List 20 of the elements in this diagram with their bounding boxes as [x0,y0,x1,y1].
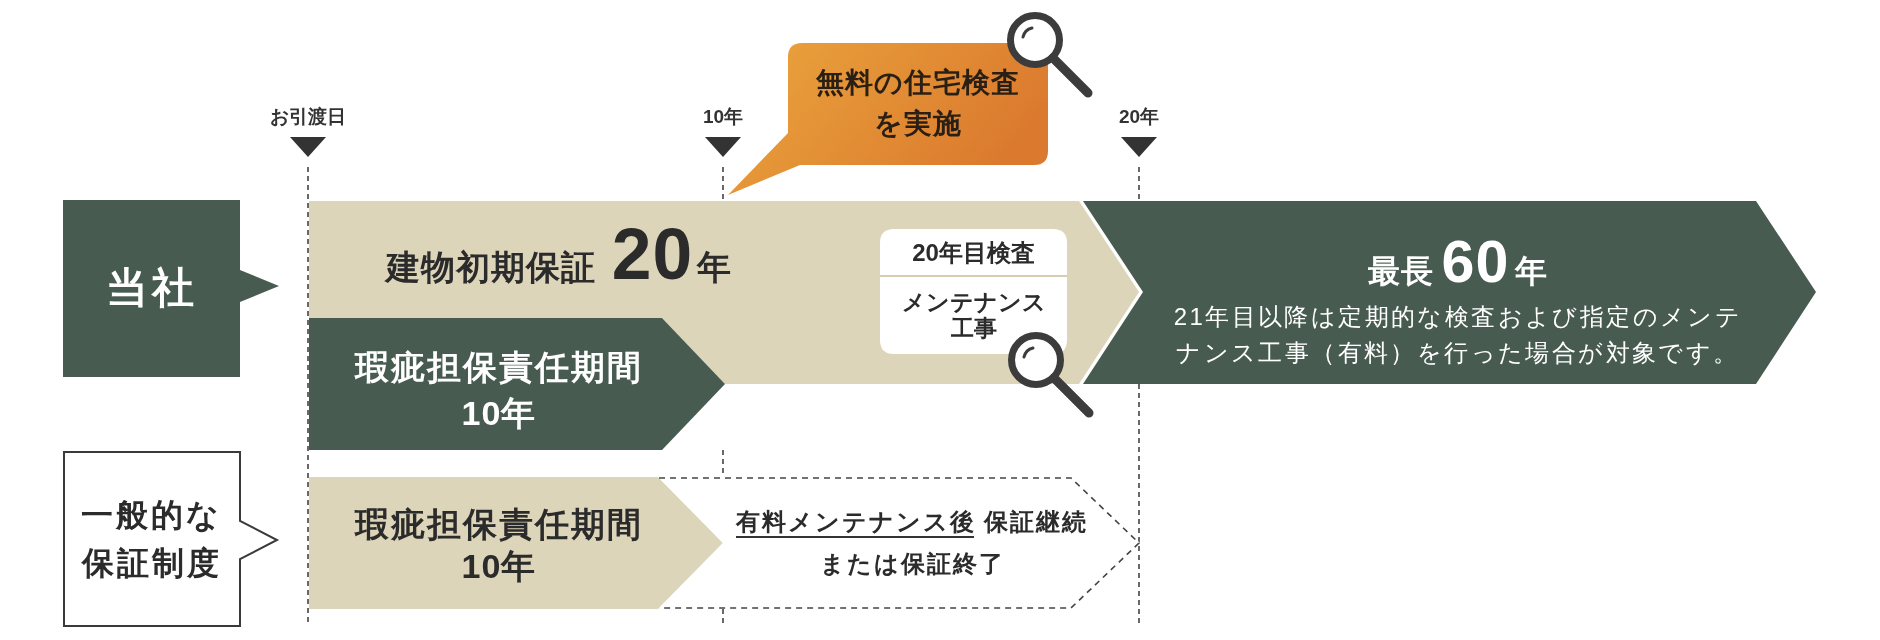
category-tag [63,451,279,627]
band-value: 10年 [461,545,537,587]
band-title: 瑕疵担保責任期間 [355,503,643,545]
dashed-arrow-band [658,477,1142,609]
inspection-card [880,229,1067,354]
card-text: メンテナンス工事 [900,288,1047,342]
period-arrow-band [309,477,723,609]
timeline-label: お引渡日 [270,105,346,129]
timeline-label: 20年 [1118,105,1160,129]
period-arrow-band [309,318,725,450]
timeline-label: 10年 [702,105,744,129]
band-title: 瑕疵担保責任期間 [355,346,643,388]
band-note: 21年目以降は定期的な検査および指定のメンテナンス工事（有料）を行った場合が対象です。 [1172,302,1744,368]
band-value: 10年 [461,392,537,434]
category-label: 一般的な保証制度 [80,496,223,583]
card-title: 20年目検査 [912,238,1035,268]
category-label: 当社 [105,263,198,314]
callout-text: 無料の住宅検査を実施 [815,66,1021,141]
category-tag [63,200,279,377]
period-arrow-band [1083,201,1816,384]
